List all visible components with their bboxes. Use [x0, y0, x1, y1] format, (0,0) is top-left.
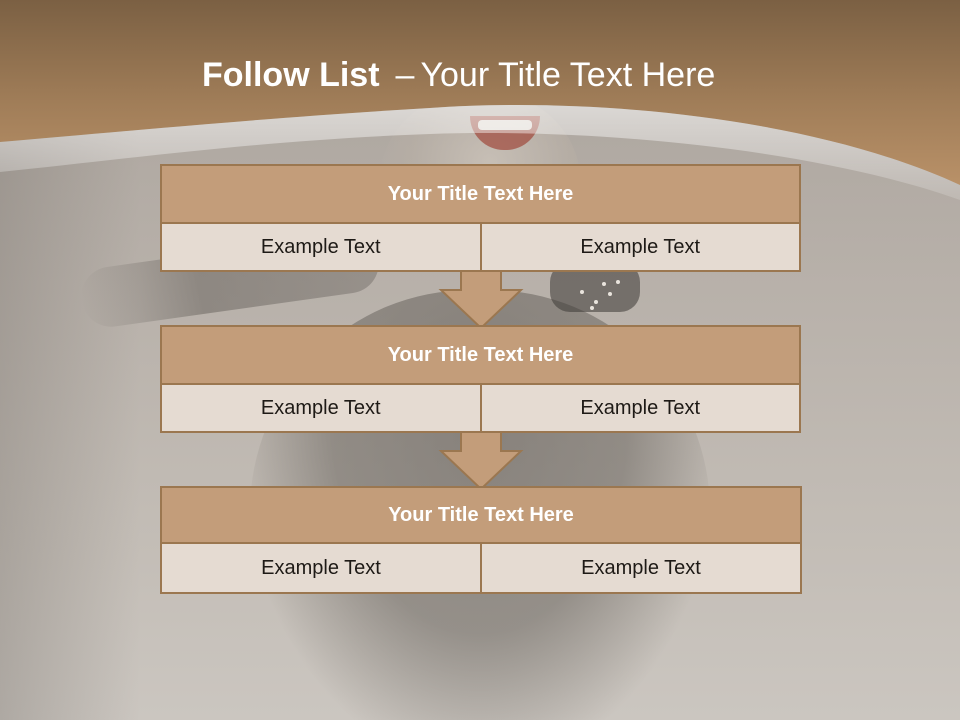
- down-arrow-icon: [438, 270, 524, 330]
- step-cell-right: Example Text: [479, 224, 799, 270]
- step-title: Your Title Text Here: [162, 166, 799, 224]
- step-box-3: Your Title Text Here Example Text Exampl…: [160, 486, 802, 594]
- step-cell-right: Example Text: [479, 385, 799, 431]
- header-band: [0, 0, 960, 200]
- step-title: Your Title Text Here: [162, 327, 799, 385]
- step-title: Your Title Text Here: [162, 488, 800, 544]
- title-bold-text: Follow List: [202, 56, 380, 94]
- step-cell-left: Example Text: [162, 385, 480, 431]
- down-arrow-icon: [438, 431, 524, 491]
- title-rest-text: Your Title Text Here: [420, 56, 716, 94]
- step-box-2: Your Title Text Here Example Text Exampl…: [160, 325, 801, 433]
- step-box-1: Your Title Text Here Example Text Exampl…: [160, 164, 801, 272]
- title-dash: –: [395, 56, 415, 94]
- step-cell-left: Example Text: [162, 544, 480, 592]
- step-cell-right: Example Text: [480, 544, 800, 592]
- step-cell-left: Example Text: [162, 224, 480, 270]
